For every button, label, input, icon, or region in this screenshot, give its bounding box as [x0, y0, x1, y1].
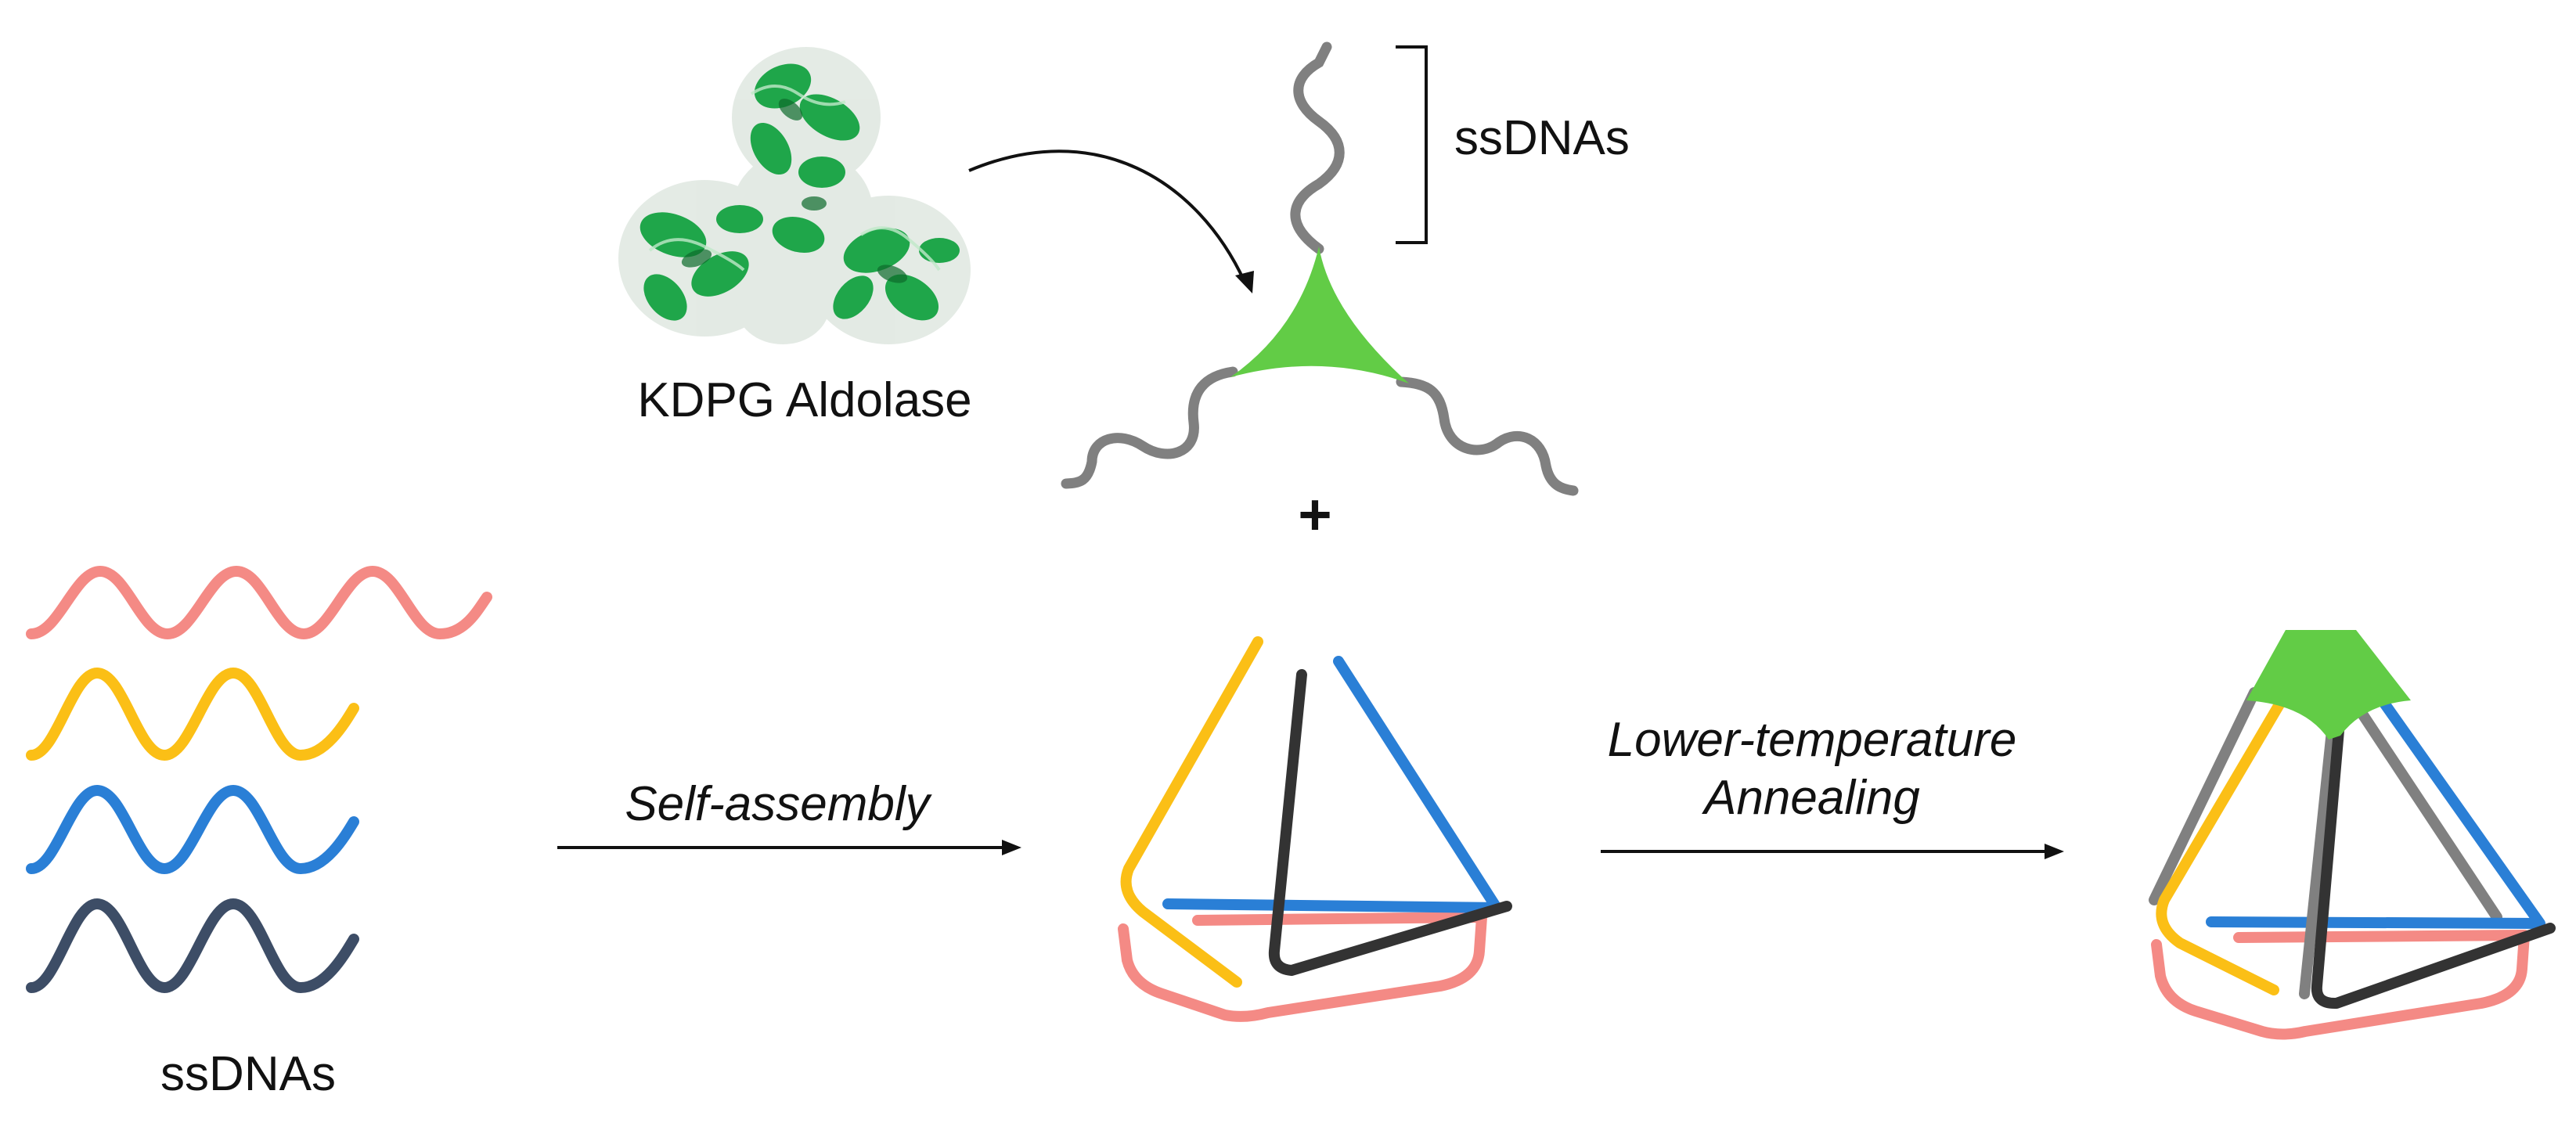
protein-dna-cage — [2149, 687, 2556, 1040]
cage-edge-salmon — [2151, 930, 2530, 1040]
curved-arrow — [968, 149, 1254, 293]
strand-yellow — [26, 667, 359, 761]
protein-structure-image — [618, 47, 971, 344]
cage-edge-gray-center — [2299, 703, 2340, 999]
step1-arrow — [557, 840, 1021, 855]
dna-tetrahedron — [1118, 636, 1512, 1022]
cage-edge-yellow — [2156, 691, 2290, 995]
protein-label: KDPG Aldolase — [637, 373, 971, 427]
step2-label-line2: Annealing — [1701, 771, 1920, 825]
plus-sign: + — [1298, 482, 1331, 547]
trimer-core — [1230, 247, 1409, 383]
cage-edge-gray-left — [2149, 687, 2260, 905]
cage-protein-cap — [2246, 630, 2411, 740]
edge-salmon — [1118, 912, 1487, 1022]
strand-navy — [26, 898, 359, 994]
ssdna-strands-label: ssDNAs — [160, 1047, 336, 1101]
bracket — [1396, 45, 1428, 244]
edge-blue — [1162, 656, 1502, 913]
step2-label-line1: Lower-temperature — [1608, 713, 2017, 767]
strand-blue — [26, 784, 359, 875]
ssdna-bracket-label: ssDNAs — [1454, 111, 1630, 165]
dna-arm-top — [1290, 41, 1345, 254]
strand-salmon — [26, 565, 492, 640]
step2-arrow — [1601, 844, 2064, 859]
dna-arm-right — [1396, 376, 1579, 496]
ssdna-strands — [26, 565, 492, 994]
cage-edge-dark — [2311, 707, 2556, 1010]
edge-dark — [1268, 669, 1512, 976]
protein-dna-conjugate — [1061, 41, 1579, 496]
cage-edge-gray-right — [2343, 687, 2502, 923]
step1-label: Self-assembly — [625, 777, 932, 831]
dna-arm-left — [1061, 366, 1238, 489]
edge-yellow — [1120, 636, 1263, 988]
